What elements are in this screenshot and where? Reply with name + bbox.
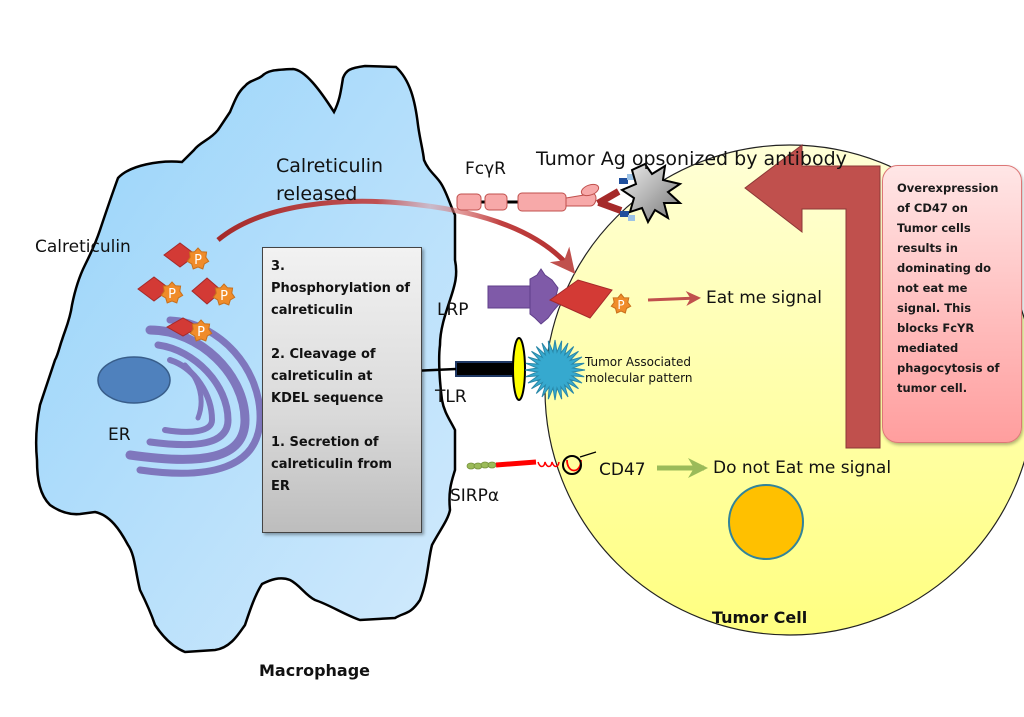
lrp-receptor xyxy=(487,268,562,325)
phosphate-star-lrp xyxy=(610,293,632,314)
phosphate-label: P xyxy=(168,287,176,302)
cd47-note-text: Overexpression of CD47 on Tumor cells re… xyxy=(897,181,1000,395)
antibody xyxy=(596,174,635,221)
macrophage-label: Macrophage xyxy=(259,661,371,680)
phosphate-label: P xyxy=(197,325,205,340)
phosphate-label: P xyxy=(220,289,228,304)
tamp-label-line2: molecular pattern xyxy=(585,371,693,385)
steps-box: 3. Phosphorylation of calreticulin 2. Cl… xyxy=(262,247,422,533)
calreticulin-label: Calreticulin xyxy=(35,237,131,257)
step-3: 3. Phosphorylation of calreticulin xyxy=(271,259,411,318)
macrophage-nucleus xyxy=(97,356,171,404)
do-not-eat-me-label: Do not Eat me signal xyxy=(713,458,892,478)
er-label: ER xyxy=(108,425,131,445)
phosphate-star xyxy=(160,281,184,304)
phosphate-label: P xyxy=(194,253,202,268)
tumor-antigen-label: Tumor Ag opsonized by antibody xyxy=(536,148,847,170)
calreticulin-bound-lrp xyxy=(549,279,613,319)
tumor-antigen xyxy=(619,162,683,225)
fcgr-receptor xyxy=(456,183,600,212)
calreticulin-molecules: P P P P xyxy=(137,242,236,342)
step-2: 2. Cleavage of calreticulin at KDEL sequ… xyxy=(271,347,384,406)
phosphate-star xyxy=(186,247,210,270)
sirpa-label: SIRPα xyxy=(450,486,500,506)
phosphate-label-lrp: P xyxy=(617,298,624,312)
step-1: 1. Secretion of calreticulin from ER xyxy=(271,435,393,494)
calreticulin-molecule: P xyxy=(191,277,236,306)
calreticulin-molecule: P xyxy=(137,276,184,304)
phosphate-star xyxy=(212,283,236,306)
tamp-burst xyxy=(524,339,586,401)
phosphate-star xyxy=(189,319,213,342)
cd47-receptor xyxy=(562,451,597,475)
sirpa-receptor xyxy=(466,459,582,472)
cd47-label: CD47 xyxy=(599,460,646,480)
eat-me-arrow xyxy=(647,290,701,306)
cd47-note-box: Overexpression of CD47 on Tumor cells re… xyxy=(882,165,1022,443)
tlr-label: TLR xyxy=(435,387,467,407)
calreticulin-released-label-line2: released xyxy=(276,183,358,205)
calreticulin-released-label-line1: Calreticulin xyxy=(276,155,384,177)
calreticulin-molecule: P xyxy=(165,317,213,342)
tumor-nucleus xyxy=(728,484,804,560)
tamp-molecule xyxy=(524,339,586,401)
calreticulin-molecule: P xyxy=(163,242,210,270)
lrp-label: LRP xyxy=(437,300,469,320)
tlr-receptor xyxy=(455,337,526,401)
fcgr-label: FcγR xyxy=(465,159,506,179)
cd47-block-arrow xyxy=(744,143,881,449)
tamp-label-line1: Tumor Associated xyxy=(585,355,691,369)
eat-me-label: Eat me signal xyxy=(706,288,822,308)
er-organelle xyxy=(125,316,264,477)
calreticulin-release-arrow xyxy=(216,198,576,274)
tumor-cell-label: Tumor Cell xyxy=(712,608,808,627)
